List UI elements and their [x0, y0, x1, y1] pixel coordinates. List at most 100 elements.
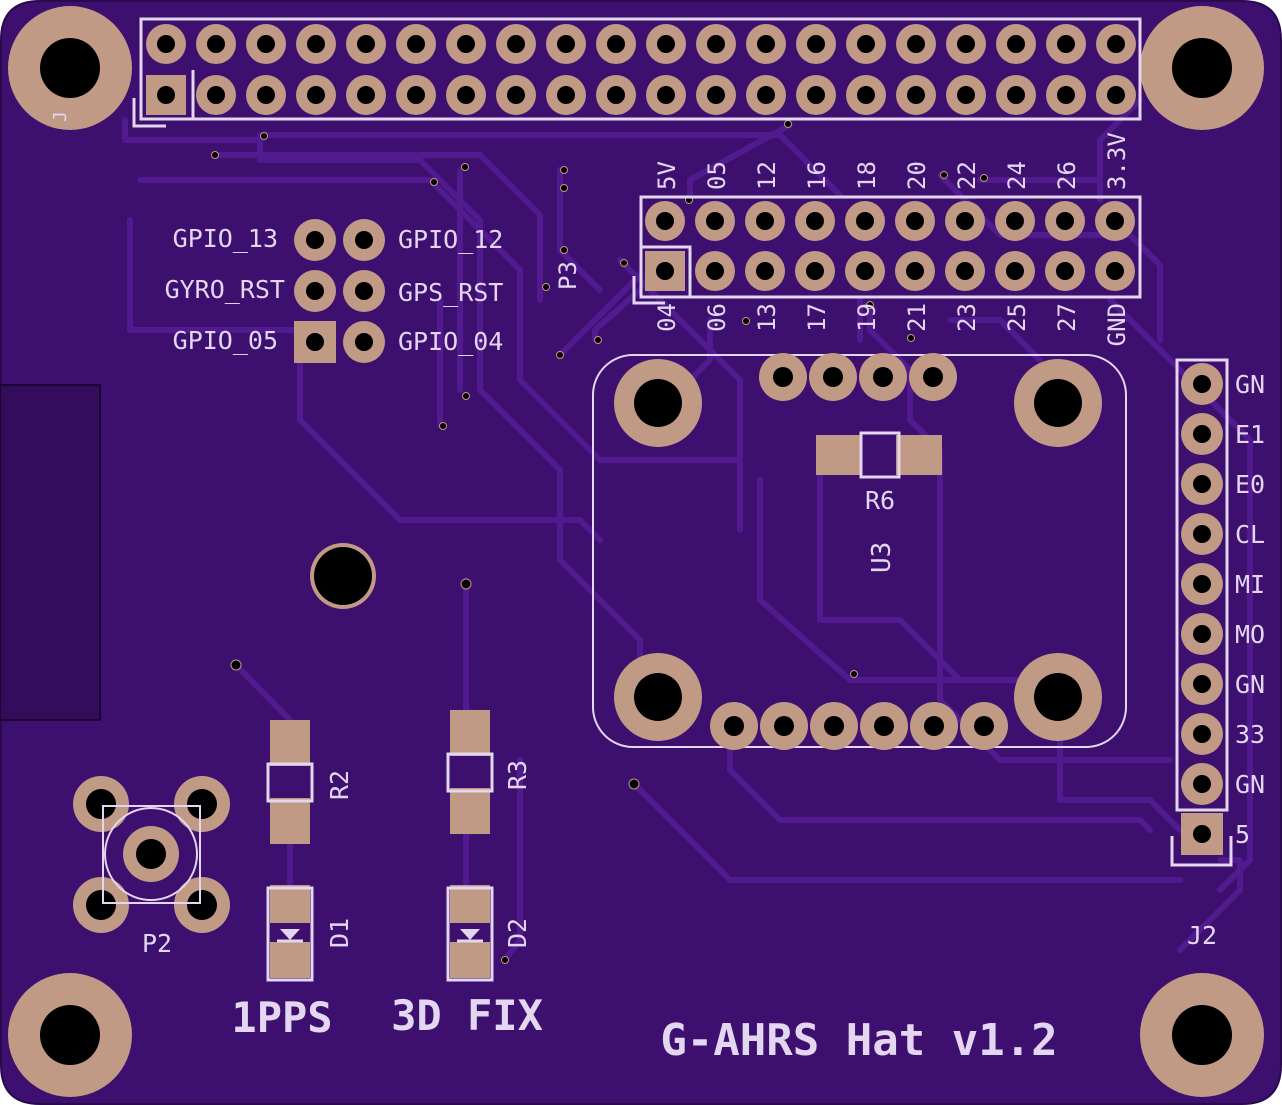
u3-top-pin	[759, 353, 807, 401]
j2-pin	[1181, 613, 1223, 655]
gpio-header-pin	[896, 75, 936, 115]
u3-top-pin	[909, 353, 957, 401]
j2-pin-label: MI	[1235, 570, 1265, 599]
j2-pin-label: GN	[1235, 670, 1265, 699]
board-title: G-AHRS Hat v1.2	[660, 1015, 1057, 1066]
gpio-header-pin	[596, 24, 636, 64]
p2-pad-bl	[73, 877, 129, 933]
gpio-header-pin	[996, 24, 1036, 64]
p3-pin	[945, 251, 985, 291]
gpio-header-pin	[346, 75, 386, 115]
gpio-header-pin	[1096, 75, 1136, 115]
d2-pad-bottom	[450, 942, 490, 978]
p3-top-label: 3.3V	[1103, 132, 1131, 190]
jumper-pin	[294, 219, 336, 261]
gpio-header-pin	[596, 75, 636, 115]
gpio-header-pin	[396, 24, 436, 64]
gpio-header-pin	[696, 75, 736, 115]
gpio-header-pin	[846, 75, 886, 115]
j2-outline	[1175, 358, 1229, 812]
jumper-label-left-0: GPIO_13	[173, 224, 278, 253]
gpio-header-pin	[1096, 24, 1136, 64]
gpio-header-pin	[746, 75, 786, 115]
u3-top-pin	[859, 353, 907, 401]
d2-outline	[446, 886, 494, 982]
p3-pin	[695, 251, 735, 291]
p3-bottom-label: GND	[1103, 303, 1131, 346]
gpio-header-pin	[746, 24, 786, 64]
d1-pad-bottom	[270, 942, 310, 978]
gpio-header-pin	[346, 24, 386, 64]
gpio-header-pin	[246, 75, 286, 115]
p2-pad-tr	[174, 776, 230, 832]
r6-pad-right	[896, 435, 942, 475]
r3-pad-top	[450, 710, 490, 756]
p3-bottom-label: 04	[653, 303, 681, 332]
jumper-label-right-2: GPIO_04	[398, 327, 503, 356]
gpio-header-pin	[496, 75, 536, 115]
p3-top-label: 05	[703, 161, 731, 190]
p3-pin	[795, 201, 835, 241]
p2-center-pad	[123, 826, 179, 882]
p3-top-label: 26	[1053, 161, 1081, 190]
p3-bottom-label: 06	[703, 303, 731, 332]
j2-pin-label: 33	[1235, 720, 1265, 749]
gpio-header-outline	[139, 17, 1142, 121]
gpio-header-pin	[446, 75, 486, 115]
gpio-jumper-block: GPIO_13 GYRO_RST GPIO_05 GPIO_12 GPS_RST…	[165, 219, 503, 363]
jumper-label-right-0: GPIO_12	[398, 225, 503, 254]
gpio-header-pin	[196, 75, 236, 115]
p3-bottom-label: 19	[853, 303, 881, 332]
gpio-header-pin	[246, 24, 286, 64]
p3-pin	[995, 201, 1035, 241]
gpio-header-pin	[946, 24, 986, 64]
r6-outline	[859, 431, 901, 479]
p3-top-label: 5V	[653, 161, 681, 190]
mount-hole-top-right	[1140, 6, 1264, 130]
j2-pin-label: 5	[1235, 820, 1250, 849]
gpio-header-pin	[646, 75, 686, 115]
j2-pin	[1181, 563, 1223, 605]
u3-module: U3	[592, 353, 1127, 750]
p2-outline	[102, 805, 201, 904]
j2-pin	[1181, 763, 1223, 805]
gpio-header-pin	[1046, 24, 1086, 64]
p3-top-label: 22	[953, 161, 981, 190]
mount-hole-top-left	[8, 6, 132, 130]
p2-pad-tl	[73, 776, 129, 832]
j2-pin-label: E0	[1235, 470, 1265, 499]
j2-pin1	[1181, 813, 1223, 855]
j2-pin	[1181, 413, 1223, 455]
p3-top-label: 20	[903, 161, 931, 190]
r2-designator: R2	[325, 770, 354, 800]
d2-led: D2	[446, 885, 532, 982]
j2-pin	[1181, 513, 1223, 555]
p3-top-label: 24	[1003, 161, 1031, 190]
gpio-header-corner-label: J	[50, 111, 71, 122]
p3-pin	[945, 201, 985, 241]
r3-designator: R3	[503, 760, 532, 790]
u3-mount-hole-br	[1014, 653, 1102, 741]
p3-pin	[845, 201, 885, 241]
caption-3d-fix: 3D FIX	[391, 991, 543, 1040]
gpio-header-pin	[946, 75, 986, 115]
jumper-pin1	[294, 321, 336, 363]
r6-resistor: R6	[816, 431, 942, 515]
j2-pin	[1181, 463, 1223, 505]
p2-push-button[interactable]: P2	[73, 776, 230, 958]
d1-pad-top	[270, 885, 310, 923]
p2-designator: P2	[142, 929, 172, 958]
p3-bottom-label: 13	[753, 303, 781, 332]
p3-pin	[895, 251, 935, 291]
gpio-header-pin1	[146, 75, 186, 115]
p3-pin	[845, 251, 885, 291]
gpio-header-pin	[546, 75, 586, 115]
r2-pad-bottom	[270, 798, 310, 844]
p3-pin	[1095, 251, 1135, 291]
gpio-header-pin	[796, 24, 836, 64]
d1-designator: D1	[325, 918, 354, 948]
